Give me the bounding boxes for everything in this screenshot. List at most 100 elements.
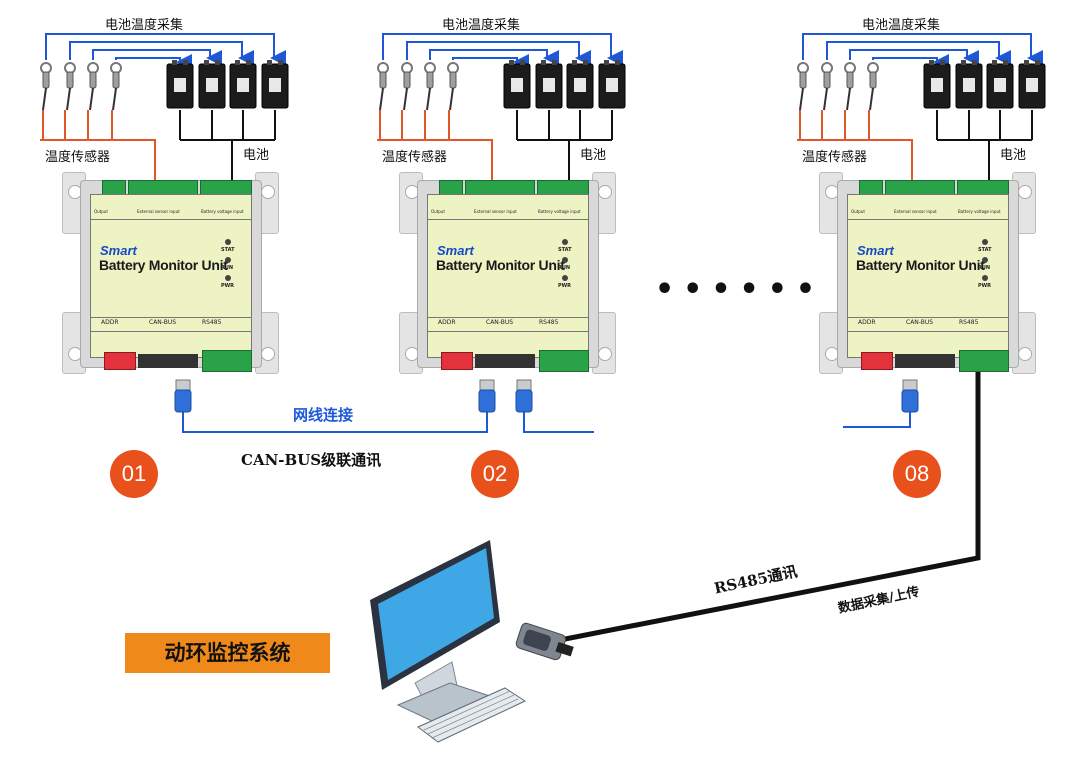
collect-loop-3 <box>92 49 222 66</box>
sensor-group-08 <box>797 33 1043 185</box>
mount-ear <box>62 172 86 234</box>
temperature-probe-icon <box>110 62 122 111</box>
rj45-plug-icon <box>174 379 192 413</box>
label-external-sensor: External sensor input <box>894 209 937 214</box>
battery-icon <box>535 60 563 109</box>
label-pwr: PWR <box>221 283 235 289</box>
can-cable-08-in <box>843 412 911 428</box>
addr-dip-switch <box>861 352 893 370</box>
label-addr: ADDR <box>438 319 456 326</box>
pin-legend <box>91 331 251 342</box>
canbus-port <box>138 354 198 368</box>
label-addr: ADDR <box>101 319 119 326</box>
label-sensor-2: 温度传感器 <box>382 150 448 165</box>
label-canbus: CAN-BUS <box>486 319 514 326</box>
collect-loop-1 <box>382 33 623 66</box>
battery-icon <box>166 60 194 109</box>
collect-loop-2 <box>826 41 1011 66</box>
label-stat: STAT <box>978 247 992 253</box>
battery-icon <box>503 60 531 109</box>
temperature-probe-icon <box>401 62 413 111</box>
device-brand-smart: Smart <box>857 243 894 258</box>
device-name: Battery Monitor Unit <box>99 257 228 273</box>
device-label-panel: Output External sensor input Battery vol… <box>90 194 252 358</box>
label-sensor-3: 温度传感器 <box>802 150 868 165</box>
battery-monitor-unit-01: Output External sensor input Battery vol… <box>62 172 279 374</box>
ellipsis-more-units: •••••• <box>655 272 825 307</box>
sensor-lead <box>40 110 156 185</box>
label-sensor-1: 温度传感器 <box>45 150 111 165</box>
label-canbus: CAN-BUS <box>906 319 934 326</box>
sensor-group-02 <box>377 33 623 185</box>
label-rs485-port: RS485 <box>959 319 979 326</box>
temperature-probe-icon <box>867 62 879 111</box>
run-led-icon <box>982 257 988 263</box>
stat-led-icon <box>982 239 988 245</box>
collect-loop-4 <box>452 54 529 70</box>
stat-led-icon <box>225 239 231 245</box>
collect-loop-3 <box>849 49 979 66</box>
label-rs485-port: RS485 <box>539 319 559 326</box>
sensor-lead <box>377 110 493 185</box>
panel-footer <box>428 317 588 332</box>
pwr-led-icon <box>225 275 231 281</box>
battery-monitor-unit-08: Output External sensor input Battery vol… <box>819 172 1036 374</box>
label-collect-2: 电池温度采集 <box>442 18 521 33</box>
rj45-plugs <box>174 379 919 413</box>
pwr-led-icon <box>562 275 568 281</box>
rj45-plug-icon <box>515 379 533 413</box>
temperature-probe-icon <box>40 62 52 111</box>
label-pwr: PWR <box>978 283 992 289</box>
temperature-probe-icon <box>377 62 389 111</box>
battery-icon <box>229 60 257 109</box>
addr-dip-switch <box>104 352 136 370</box>
temperature-probe-icon <box>821 62 833 111</box>
run-led-icon <box>562 257 568 263</box>
temperature-probes <box>40 62 879 111</box>
rj45-plug-icon <box>901 379 919 413</box>
label-run: RUN <box>558 265 571 271</box>
label-battery-1: 电池 <box>243 148 270 163</box>
temperature-probe-icon <box>797 62 809 111</box>
battery-icon <box>261 60 289 109</box>
battery-lead <box>936 110 1033 185</box>
label-collect-1: 电池温度采集 <box>105 18 184 33</box>
battery-icon <box>1018 60 1046 109</box>
pin-legend <box>848 331 1008 342</box>
battery-icon <box>566 60 594 109</box>
label-stat: STAT <box>558 247 572 253</box>
panel-header <box>91 195 251 220</box>
label-output: Output <box>94 209 108 214</box>
label-addr: ADDR <box>858 319 876 326</box>
addr-dip-switch <box>441 352 473 370</box>
collect-loop-2 <box>406 41 591 66</box>
battery-lead <box>179 110 276 185</box>
monitor-system-box: 动环监控系统 <box>125 633 330 673</box>
temperature-probe-icon <box>447 62 459 111</box>
label-rs485-port: RS485 <box>202 319 222 326</box>
device-label-panel: Output External sensor input Battery vol… <box>847 194 1009 358</box>
battery-icon <box>955 60 983 109</box>
panel-footer <box>91 317 251 332</box>
label-battery-2: 电池 <box>580 148 607 163</box>
can-cable-02-out <box>523 412 594 433</box>
device-brand-smart: Smart <box>437 243 474 258</box>
label-canbus: CAN-BUS <box>149 319 177 326</box>
rs485-cable <box>559 370 981 643</box>
unit-badge-01: 01 <box>110 450 158 498</box>
rs485-terminal <box>539 350 589 372</box>
temperature-probe-icon <box>844 62 856 111</box>
label-external-sensor: External sensor input <box>474 209 517 214</box>
collect-loop-4 <box>872 54 949 70</box>
battery-icon <box>598 60 626 109</box>
stat-led-icon <box>562 239 568 245</box>
label-pwr: PWR <box>558 283 572 289</box>
temperature-probe-icon <box>424 62 436 111</box>
panel-footer <box>848 317 1008 332</box>
pwr-led-icon <box>982 275 988 281</box>
computer-icon <box>370 540 527 743</box>
temperature-probe-icon <box>87 62 99 111</box>
panel-header <box>848 195 1008 220</box>
run-led-icon <box>225 257 231 263</box>
